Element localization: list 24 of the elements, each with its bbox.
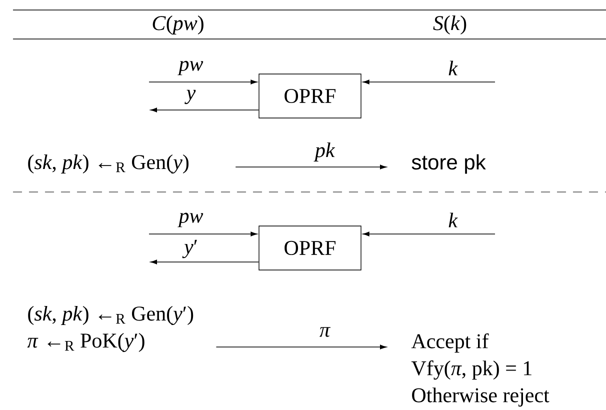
arrow bbox=[150, 260, 259, 264]
edge-label: k bbox=[448, 212, 458, 228]
edge-label: pk bbox=[314, 142, 336, 162]
arrow bbox=[150, 108, 259, 112]
arrow bbox=[362, 80, 496, 84]
text-label: (sk, pk) ←$_{R}$ Gen(y′) π ←$_{R}$ PoK(y′) bbox=[27, 306, 194, 352]
edge-label: pw bbox=[178, 60, 204, 76]
edge-label: pw bbox=[178, 212, 204, 228]
text-label: store pk bbox=[412, 154, 486, 174]
process-box: OPRF bbox=[258, 226, 362, 270]
column-header: S(k) bbox=[433, 15, 466, 35]
arrow bbox=[362, 232, 496, 236]
text-label: (sk, pk) ←$_{R}$ Gen(y) bbox=[28, 154, 188, 174]
arrow bbox=[235, 164, 387, 170]
edge-label: π bbox=[320, 327, 330, 337]
edge-label: y′ bbox=[182, 240, 197, 258]
arrow bbox=[148, 232, 258, 236]
edge-label: k bbox=[448, 60, 458, 76]
arrow bbox=[216, 344, 387, 350]
edge-label: y bbox=[184, 90, 196, 104]
process-box: OPRF bbox=[258, 74, 362, 118]
column-header: C(pw) bbox=[152, 15, 204, 35]
text-label: Accept if Vfy(π, pk) = 1 Otherwise reject bbox=[411, 333, 550, 407]
arrow bbox=[148, 80, 258, 84]
